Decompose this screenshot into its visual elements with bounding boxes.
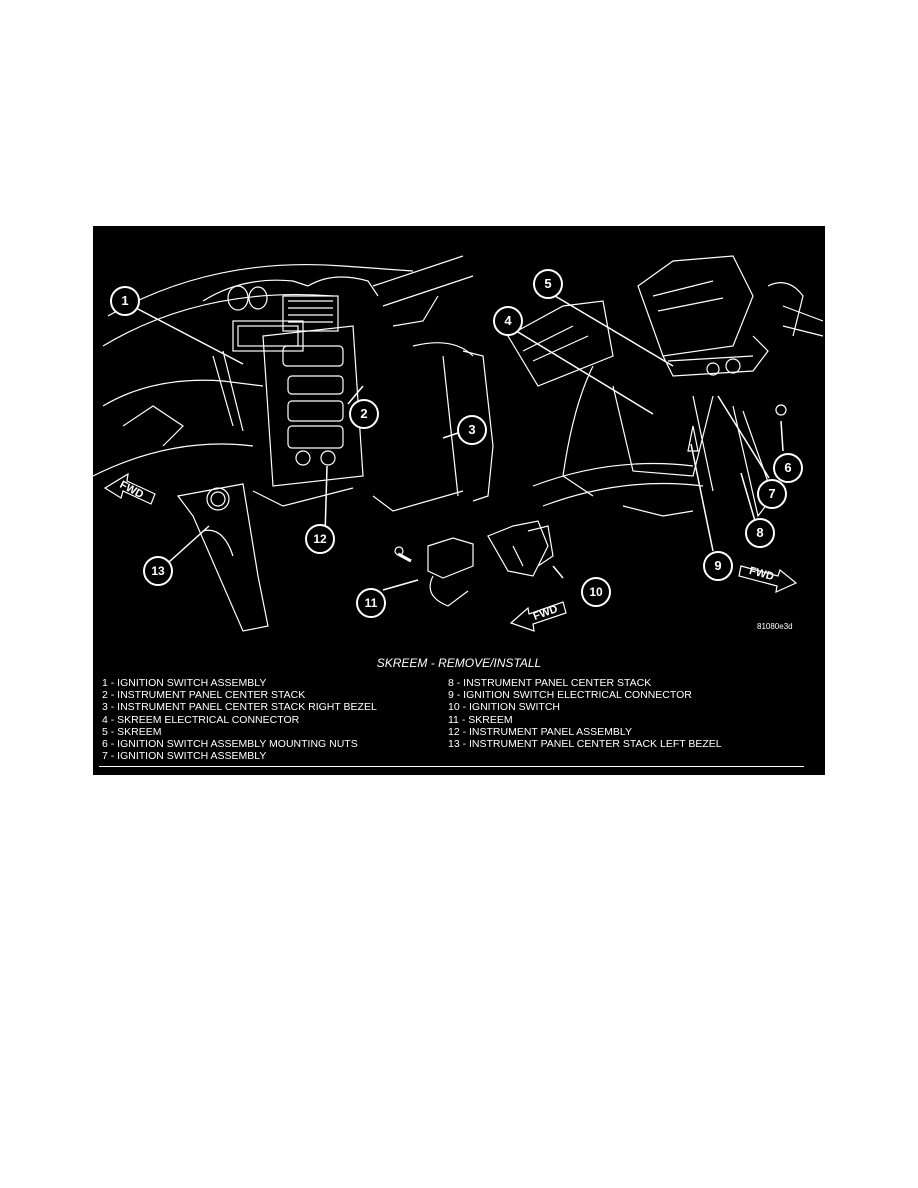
legend-item: 6 - IGNITION SWITCH ASSEMBLY MOUNTING NU… xyxy=(102,738,358,751)
line-art-illustration xyxy=(93,255,824,632)
fwd-arrow-left-top xyxy=(103,472,156,505)
switch-skreem-exploded-illustration xyxy=(394,520,554,607)
legend-divider xyxy=(99,766,804,767)
legend-item: 7 - IGNITION SWITCH ASSEMBLY xyxy=(102,750,267,763)
callout-3: 3 xyxy=(457,415,487,445)
legend-item: 2 - INSTRUMENT PANEL CENTER STACK xyxy=(102,689,306,702)
callout-1: 1 xyxy=(110,286,140,316)
legend-item: 12 - INSTRUMENT PANEL ASSEMBLY xyxy=(448,725,632,738)
legend-item: 1 - IGNITION SWITCH ASSEMBLY xyxy=(102,677,267,689)
legend-item: 9 - IGNITION SWITCH ELECTRICAL CONNECTOR xyxy=(448,689,692,702)
legend-left-column: 1 - IGNITION SWITCH ASSEMBLY 2 - INSTRUM… xyxy=(102,677,377,762)
figure-title: SKREEM - REMOVE/INSTALL xyxy=(376,656,542,670)
callout-8: 8 xyxy=(745,518,775,548)
callout-9: 9 xyxy=(703,551,733,581)
figure-id: 81080e3d xyxy=(757,622,793,631)
legend-item: 8 - INSTRUMENT PANEL CENTER STACK xyxy=(448,677,652,689)
callout-6: 6 xyxy=(773,453,803,483)
callout-7: 7 xyxy=(757,479,787,509)
legend-item: 3 - INSTRUMENT PANEL CENTER STACK RIGHT … xyxy=(102,701,377,714)
callout-12: 12 xyxy=(305,524,335,554)
legend-item: 11 - SKREEM xyxy=(448,713,513,726)
fwd-arrow-center xyxy=(509,601,567,632)
legend-item: 13 - INSTRUMENT PANEL CENTER STACK LEFT … xyxy=(448,738,722,751)
callout-4: 4 xyxy=(493,306,523,336)
legend-item: 4 - SKREEM ELECTRICAL CONNECTOR xyxy=(102,713,300,726)
steering-column-illustration xyxy=(507,255,824,518)
leader-lines-right xyxy=(512,295,784,552)
fwd-arrow-right xyxy=(738,565,798,594)
callout-5: 5 xyxy=(533,269,563,299)
callout-2: 2 xyxy=(349,399,379,429)
dashboard-illustration xyxy=(93,255,494,632)
diagram-figure: 1 2 3 4 5 6 7 8 9 10 11 12 13 FWD FWD FW… xyxy=(93,226,825,775)
legend-right-column: 8 - INSTRUMENT PANEL CENTER STACK 9 - IG… xyxy=(448,677,722,750)
callout-10: 10 xyxy=(581,577,611,607)
leader-lines-left xyxy=(135,307,564,591)
callout-11: 11 xyxy=(356,588,386,618)
callout-13: 13 xyxy=(143,556,173,586)
legend-item: 5 - SKREEM xyxy=(102,725,162,738)
legend-item: 10 - IGNITION SWITCH xyxy=(448,701,561,714)
